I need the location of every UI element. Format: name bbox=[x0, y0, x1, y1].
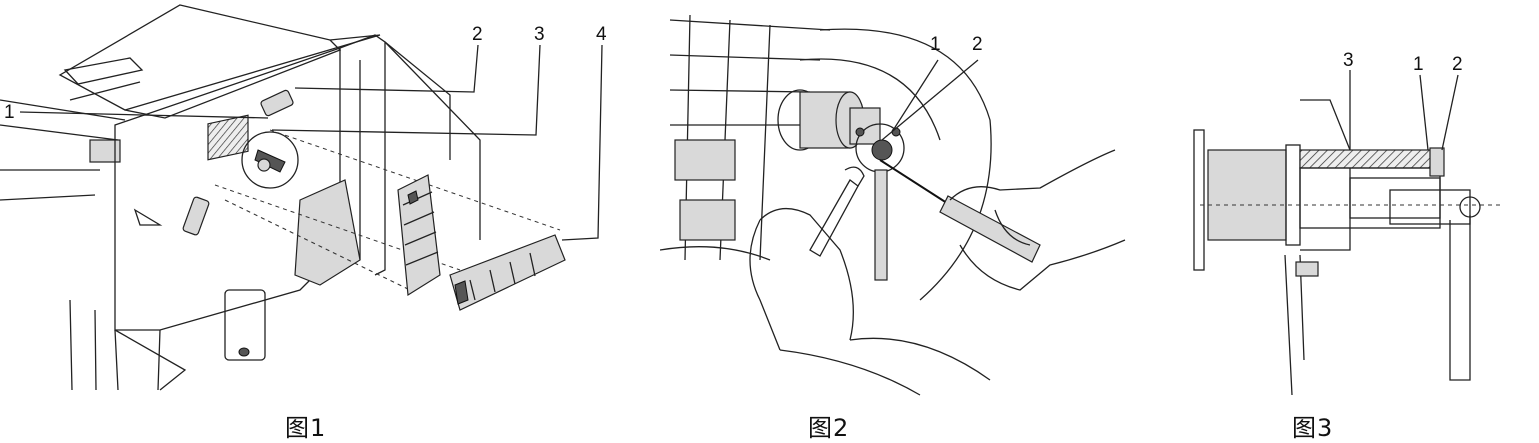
callout-1: 1 bbox=[4, 102, 15, 123]
left-clip bbox=[182, 196, 210, 236]
machine-housing bbox=[660, 14, 992, 301]
plate-upright bbox=[397, 174, 441, 297]
leader-4 bbox=[561, 44, 603, 241]
screwdriver-shaft bbox=[879, 159, 951, 206]
main-housing bbox=[1207, 149, 1287, 241]
shaft bbox=[1299, 167, 1441, 229]
wrench bbox=[809, 179, 859, 257]
leader-1 bbox=[19, 111, 269, 119]
spring-section bbox=[1299, 149, 1441, 169]
figure-2-drawing: 1 2 bbox=[660, 14, 1126, 396]
callout-3: 3 bbox=[534, 24, 545, 45]
callout-3-3: 3 bbox=[1343, 50, 1354, 71]
end-nut bbox=[1429, 147, 1445, 177]
callout-2: 2 bbox=[472, 24, 483, 45]
figure-1-caption: 图1 bbox=[285, 414, 327, 442]
screwdriver-handle bbox=[939, 195, 1041, 263]
left-bracket bbox=[89, 139, 121, 163]
leader-3-2 bbox=[1441, 74, 1459, 151]
figure-3-drawing: 3 1 2 bbox=[1193, 50, 1500, 396]
figure-1-drawing: 1 2 3 4 bbox=[0, 4, 607, 391]
machine-legs bbox=[69, 299, 161, 391]
top-tray bbox=[63, 57, 144, 85]
figure-1: 1 2 3 4 图1 bbox=[0, 0, 640, 443]
leader-3-1 bbox=[1419, 74, 1429, 151]
callout-2-1: 1 bbox=[930, 34, 941, 55]
callout-4: 4 bbox=[596, 24, 607, 45]
lower-cylinder bbox=[224, 289, 266, 361]
callout-3-1: 1 bbox=[1413, 54, 1424, 75]
leader-3 bbox=[271, 44, 541, 136]
callout-2-2: 2 bbox=[972, 34, 983, 55]
figure-3: 3 1 2 图3 bbox=[1180, 0, 1539, 443]
figure-2-caption: 图2 bbox=[808, 414, 850, 442]
figure-2: 1 2 图2 bbox=[660, 0, 1130, 443]
left-flange bbox=[1193, 129, 1205, 271]
part-2 bbox=[260, 89, 294, 117]
rotor-disc bbox=[241, 131, 299, 189]
spindle-assembly bbox=[777, 89, 905, 281]
window-opening bbox=[207, 114, 249, 161]
left-hand bbox=[759, 208, 854, 341]
leader-2-2 bbox=[881, 59, 979, 141]
figure-3-caption: 图3 bbox=[1292, 414, 1334, 442]
callout-3-2: 2 bbox=[1452, 54, 1463, 75]
machine-top-panel bbox=[58, 4, 381, 111]
plate-flat bbox=[449, 234, 566, 311]
leader-2-1 bbox=[891, 59, 939, 133]
lever-handle bbox=[1449, 215, 1471, 381]
leader-2 bbox=[294, 44, 479, 93]
right-hand bbox=[949, 149, 1116, 201]
chute bbox=[294, 179, 361, 286]
machine-front-face bbox=[114, 47, 341, 331]
